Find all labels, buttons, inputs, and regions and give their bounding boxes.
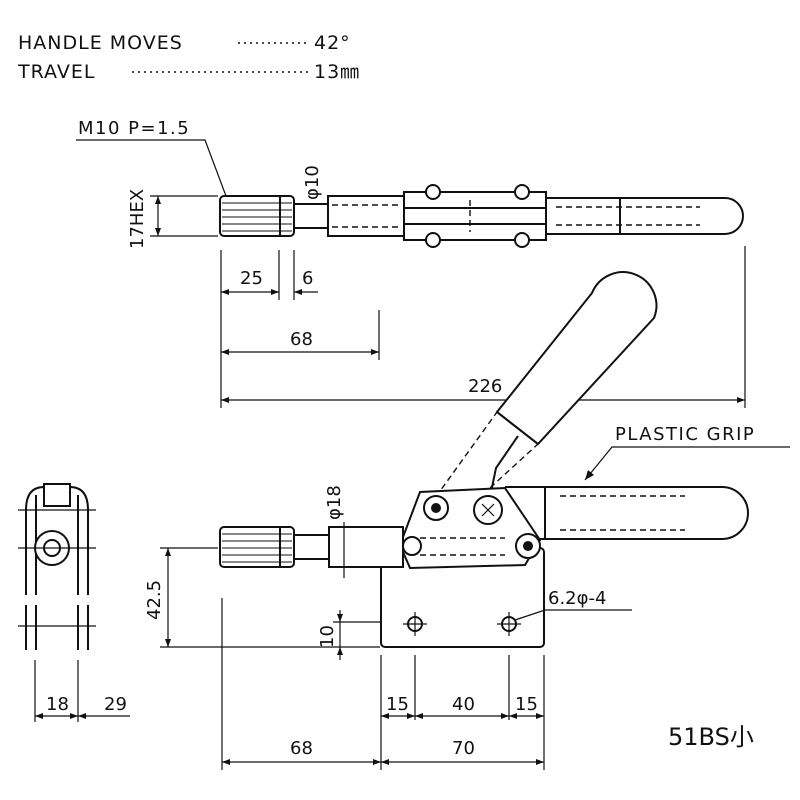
linkage-body <box>403 191 547 241</box>
pivot-pin <box>514 232 530 248</box>
shaft <box>293 534 330 560</box>
pivot-pin <box>514 184 530 200</box>
plunger-body <box>328 526 404 568</box>
dim-6: 6 <box>302 268 313 289</box>
shaft <box>293 203 329 229</box>
dim-15-right: 15 <box>515 694 538 715</box>
travel-value: 13㎜ <box>314 61 360 83</box>
handle-moves-label: HANDLE MOVES <box>18 32 183 54</box>
thread-label: M10 P=1.5 <box>78 118 190 139</box>
grip-leader <box>584 446 790 481</box>
holes-label: 6.2φ-4 <box>548 588 606 609</box>
spindle-nut <box>219 526 295 568</box>
pivot-pin <box>425 184 441 200</box>
spec-block: HANDLE MOVES 42° TRAVEL 13㎜ <box>17 32 360 83</box>
pivot-pin <box>425 232 441 248</box>
plunger-pivot <box>402 536 422 556</box>
dim-68-bottom: 68 <box>290 738 313 759</box>
shaft-dia-side: φ18 <box>324 485 345 520</box>
dim-42-5: 42.5 <box>144 580 165 620</box>
plastic-grip-label: PLASTIC GRIP <box>615 424 755 445</box>
dim-18: 18 <box>46 694 69 715</box>
top-view: M10 P=1.5 φ10 17 <box>76 118 746 408</box>
dim-10: 10 <box>317 625 338 648</box>
dim-25: 25 <box>240 268 263 289</box>
end-view: 18 29 <box>18 483 130 722</box>
thread-leader <box>76 139 227 197</box>
travel-label: TRAVEL <box>17 61 95 83</box>
handle-raised <box>495 271 658 446</box>
linkage-body <box>398 486 542 570</box>
side-view: PLASTIC GRIP <box>144 271 790 770</box>
holes-leader <box>514 609 632 621</box>
dim-40: 40 <box>452 694 475 715</box>
handle-moves-value: 42° <box>314 32 351 54</box>
model-number: 51BS小 <box>668 723 754 751</box>
end-link <box>43 483 71 507</box>
handle-grip <box>545 197 744 235</box>
handle-bend <box>489 435 519 498</box>
spindle-nut <box>219 195 295 237</box>
dim-68-top: 68 <box>290 329 313 350</box>
shaft-dia-top: φ10 <box>302 165 323 200</box>
handle-closed <box>544 486 749 540</box>
dim-70: 70 <box>452 738 475 759</box>
dim-226: 226 <box>468 376 502 397</box>
plunger-body <box>327 195 405 237</box>
hex-label: 17HEX <box>127 189 148 249</box>
dim-29: 29 <box>104 694 127 715</box>
dim-15-left: 15 <box>386 694 409 715</box>
